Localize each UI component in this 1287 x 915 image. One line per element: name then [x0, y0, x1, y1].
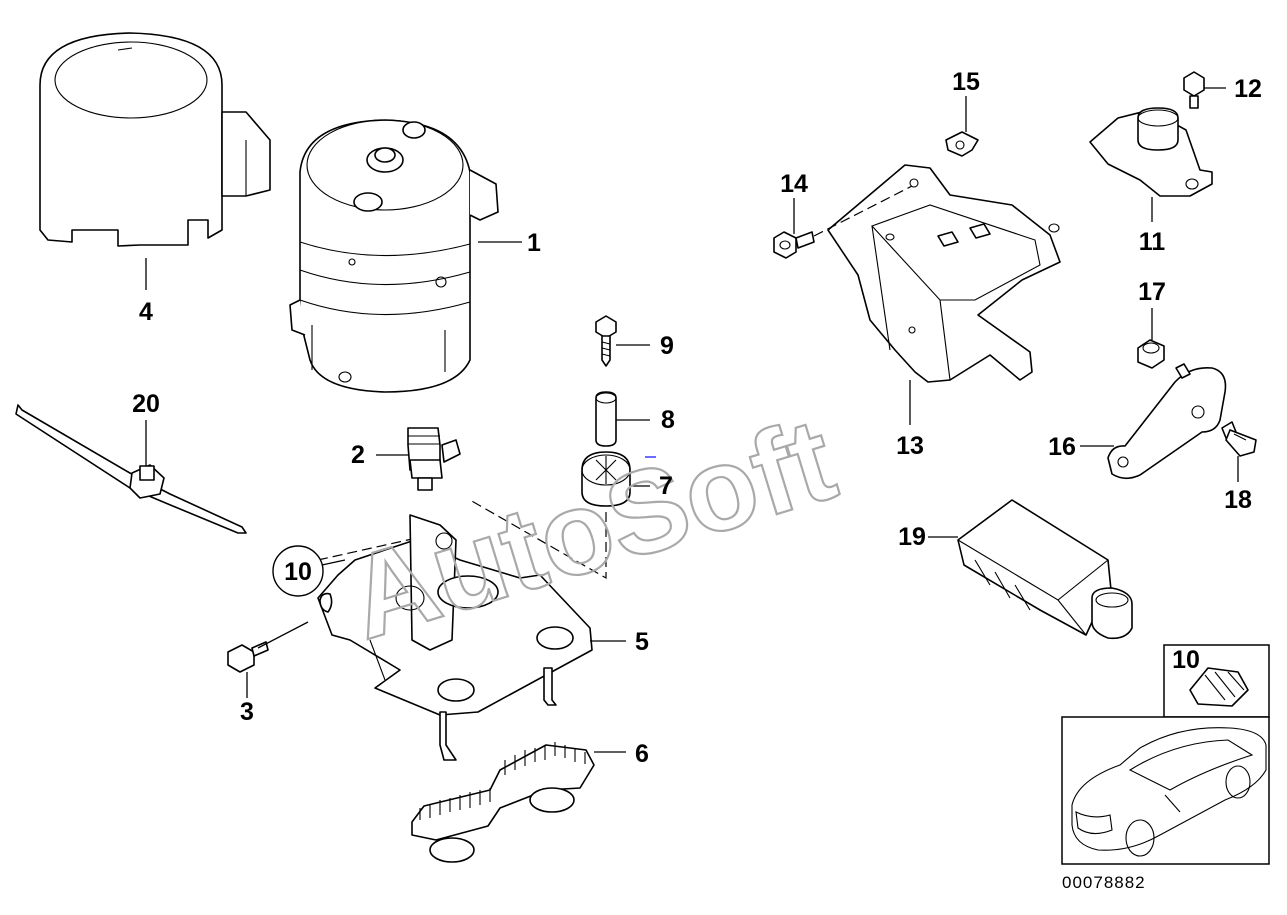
part-2-fitting[interactable] — [376, 427, 461, 491]
part-5-bracket[interactable] — [317, 514, 626, 761]
callout-14: 14 — [780, 170, 808, 198]
part-11-sensor[interactable] — [1089, 107, 1213, 222]
part-12-bolt[interactable] — [1183, 71, 1226, 109]
callout-9: 9 — [660, 332, 674, 360]
inset-part-10-detail[interactable] — [1163, 644, 1270, 718]
diagram-number: 00078882 — [1062, 873, 1146, 892]
part-18-screw[interactable] — [1221, 421, 1257, 482]
part-20-cable-tie[interactable] — [15, 404, 247, 534]
part-13-bracket[interactable] — [827, 131, 1061, 425]
callout-10: 10 — [284, 558, 312, 586]
part-14-bolt[interactable] — [773, 185, 913, 259]
callout-3: 3 — [240, 698, 254, 726]
callout-16: 16 — [1048, 433, 1076, 461]
inset-callout-10: 10 — [1172, 646, 1200, 674]
part-9-screw[interactable] — [595, 315, 650, 367]
callout-10-circled: 10 — [272, 545, 346, 597]
part-16-strap[interactable] — [1080, 363, 1227, 480]
callout-20: 20 — [132, 390, 160, 418]
callout-2: 2 — [351, 441, 365, 469]
callout-8: 8 — [661, 406, 675, 434]
callout-18: 18 — [1224, 486, 1252, 514]
part-1-pump-motor[interactable] — [289, 119, 522, 393]
part-4-cover[interactable] — [39, 32, 271, 290]
part-17-nut[interactable] — [1137, 308, 1165, 369]
part-7-rubber-mount[interactable] — [581, 451, 656, 507]
part-8-sleeve[interactable] — [595, 391, 650, 447]
callout-labels: 1 2 3 4 5 6 7 8 9 10 11 12 13 14 15 16 1… — [132, 68, 1262, 768]
part-3-bolt[interactable] — [227, 621, 309, 698]
callout-7: 7 — [659, 472, 673, 500]
inset-car-locator — [1061, 716, 1270, 865]
callout-6: 6 — [635, 740, 649, 768]
callout-12: 12 — [1234, 75, 1262, 103]
callout-4: 4 — [139, 298, 153, 326]
part-19-control-unit[interactable] — [928, 499, 1133, 640]
callout-11: 11 — [1139, 228, 1166, 256]
callout-13: 13 — [896, 432, 924, 460]
callout-19: 19 — [898, 523, 926, 551]
callout-5: 5 — [635, 628, 649, 656]
callout-17: 17 — [1138, 278, 1166, 306]
part-6-connector[interactable] — [411, 742, 626, 863]
callout-15: 15 — [952, 68, 980, 96]
callout-1: 1 — [527, 229, 541, 257]
